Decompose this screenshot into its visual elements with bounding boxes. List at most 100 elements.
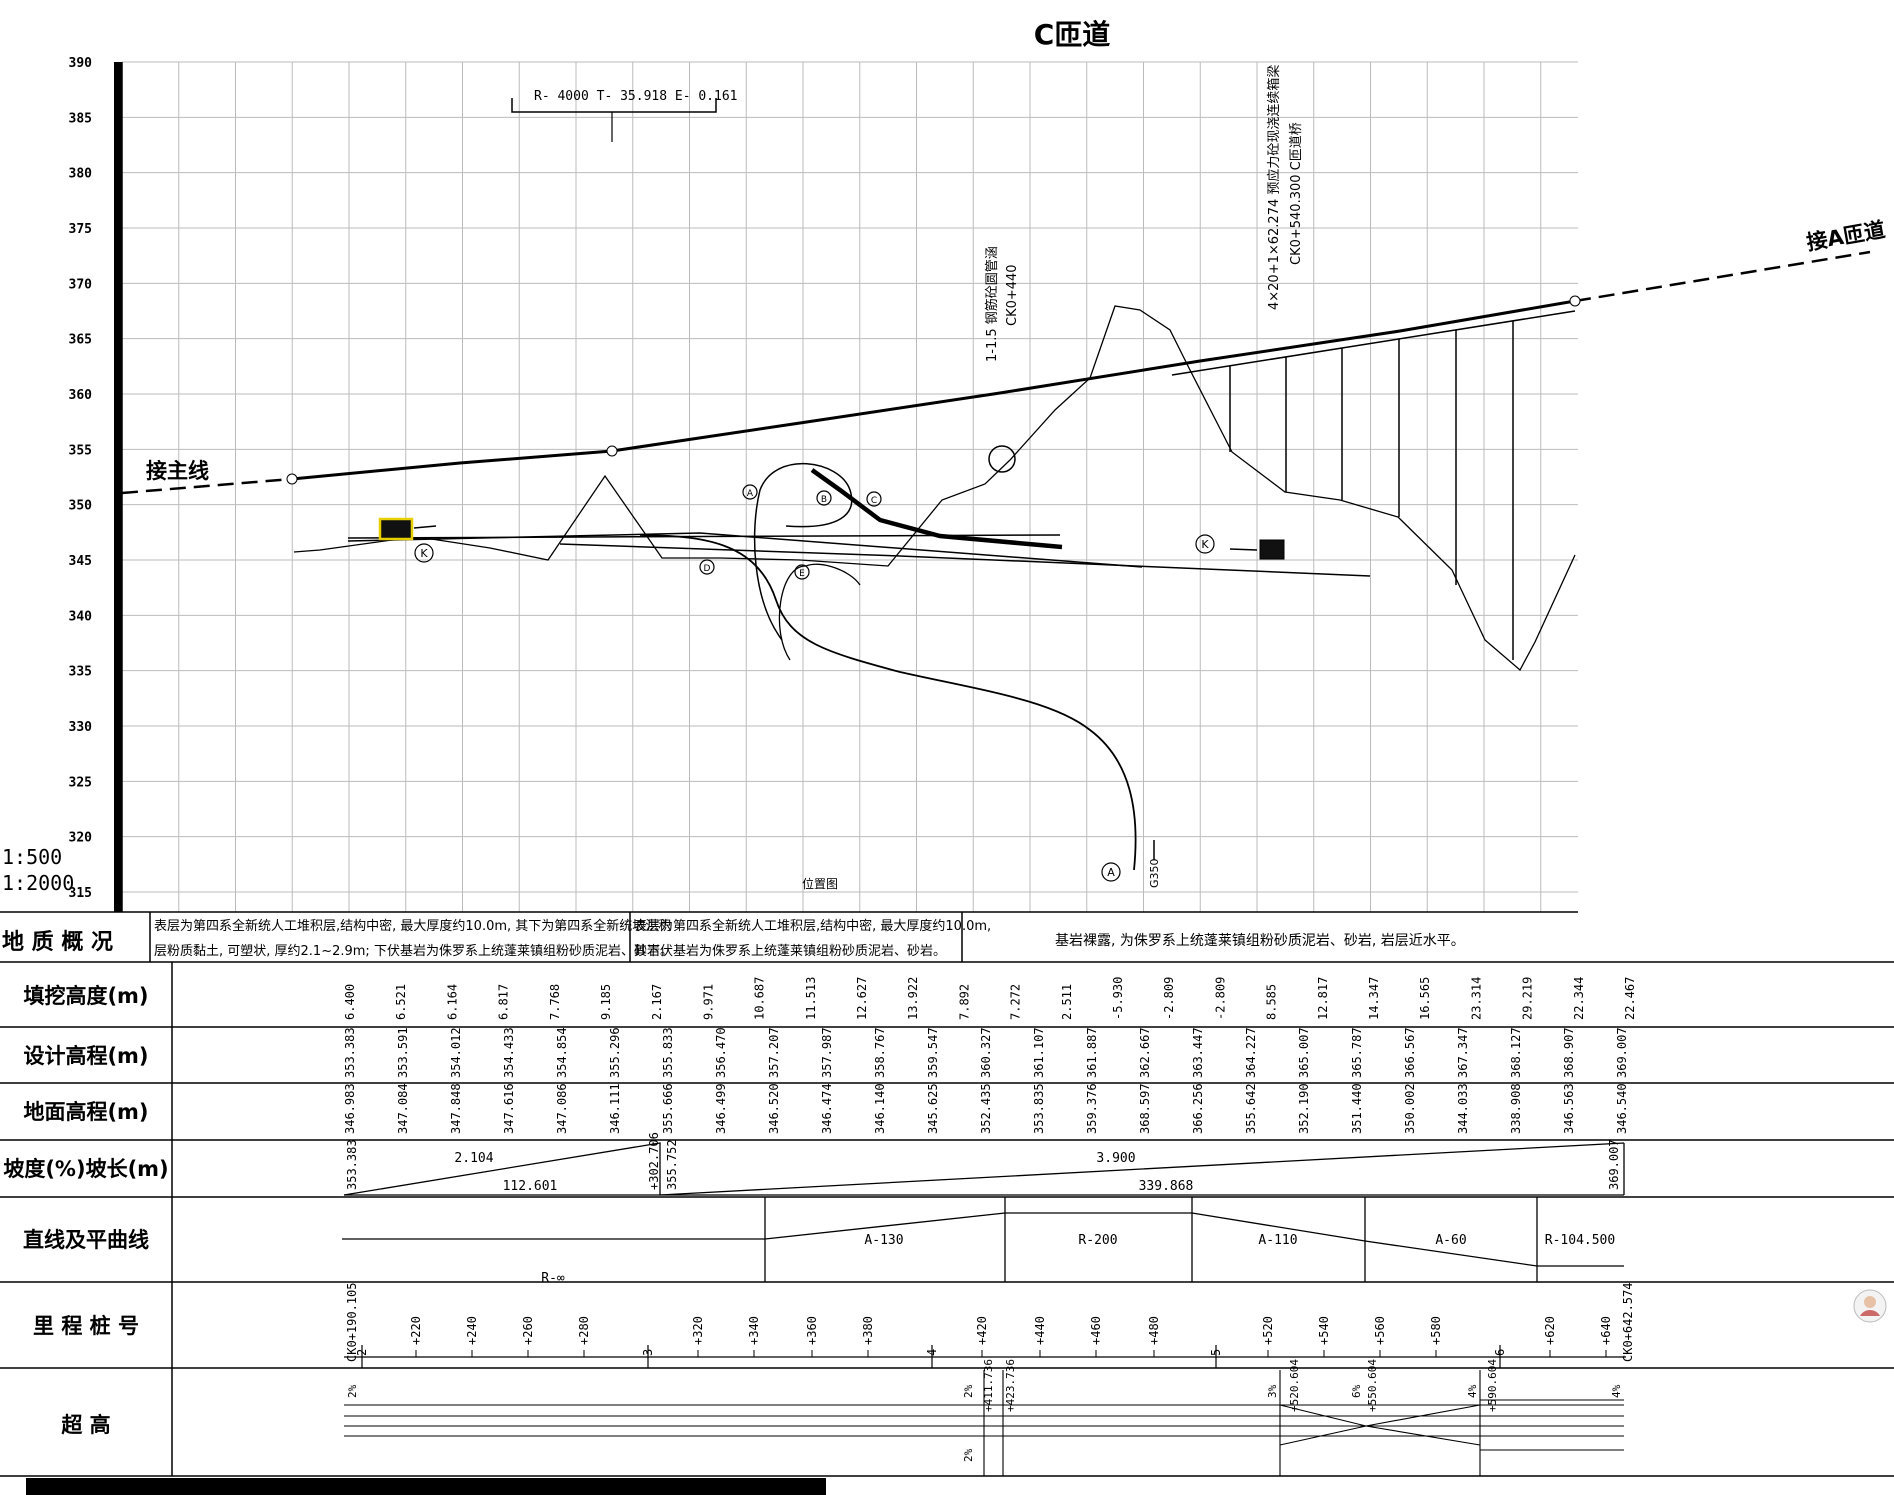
marker-k-right: K <box>1201 538 1209 551</box>
ground-elevation-value: 346.983 <box>343 1083 357 1134</box>
superelevation-value: +423.736 <box>1004 1359 1017 1412</box>
marker-a-top: A <box>747 489 754 499</box>
ground-elevation-value: 368.597 <box>1138 1083 1152 1134</box>
ground-elevation-value: 347.086 <box>555 1083 569 1134</box>
fill-cut-value: 6.521 <box>394 984 408 1020</box>
design-elevation-value: 366.567 <box>1403 1027 1417 1078</box>
slope-seg2-length: 339.868 <box>1139 1179 1194 1194</box>
y-axis-label: 375 <box>69 222 92 237</box>
fill-cut-value: 12.817 <box>1316 977 1330 1020</box>
alignment-a130: A-130 <box>864 1233 903 1248</box>
avatar[interactable] <box>1853 1289 1887 1323</box>
design-elevation-value: 355.296 <box>608 1027 622 1078</box>
fill-cut-value: 11.513 <box>804 977 818 1020</box>
slope-pvi-elev: 355.752 <box>665 1139 679 1190</box>
fill-cut-value: -5.930 <box>1111 977 1125 1020</box>
geology-seg3: 基岩裸露, 为侏罗系上统蓬莱镇组粉砂质泥岩、砂岩, 岩层近水平。 <box>1055 932 1465 949</box>
km-mark: 3 <box>641 1349 655 1356</box>
design-elevation-value: 368.127 <box>1509 1027 1523 1078</box>
ground-elevation-value: 350.002 <box>1403 1083 1417 1134</box>
ground-elevation-value: 351.440 <box>1350 1083 1364 1134</box>
slope-pvi-station: +302.706 <box>647 1132 661 1190</box>
ground-elevation-value: 347.848 <box>449 1083 463 1134</box>
y-axis-label: 315 <box>69 886 92 901</box>
row-label-fill-cut: 填挖高度(m) <box>23 984 148 1008</box>
ground-elevation-value: 355.642 <box>1244 1083 1258 1134</box>
design-elevation-value: 362.667 <box>1138 1027 1152 1078</box>
design-elevation-value: 361.887 <box>1085 1027 1099 1078</box>
ground-elevation-value: 345.625 <box>926 1083 940 1134</box>
fill-cut-value: 10.687 <box>753 977 767 1020</box>
curve-parameters: R- 4000 T- 35.918 E- 0.161 <box>534 89 738 104</box>
design-elevation-value: 369.007 <box>1615 1027 1629 1078</box>
ground-elevation-value: 355.666 <box>661 1083 675 1134</box>
slope-diagram <box>343 1142 1625 1196</box>
y-axis-label: 365 <box>69 333 92 348</box>
design-elevation-value: 357.207 <box>767 1027 781 1078</box>
marker-e: E <box>799 569 805 579</box>
bridge-annotation: 4×20+1×62.274 预应力砼现浇连续箱梁 <box>1266 65 1282 310</box>
km-mark: 2 <box>355 1349 369 1356</box>
alignment-straight: R-∞ <box>541 1271 565 1286</box>
station-value: +280 <box>577 1316 591 1345</box>
location-map-markers: K K A B C D E A G350 位置图 <box>420 489 1209 891</box>
slope-seg1-grade: 2.104 <box>454 1151 493 1166</box>
fill-cut-value: 7.892 <box>957 984 971 1020</box>
connect-main-label: 接主线 <box>146 459 209 483</box>
station-value: +540 <box>1317 1316 1331 1345</box>
station-start: CK0+190.105 <box>345 1283 359 1362</box>
design-elevation-value: 368.907 <box>1562 1027 1576 1078</box>
fill-cut-value: 6.400 <box>343 984 357 1020</box>
slope-seg1-length: 112.601 <box>503 1179 558 1194</box>
station-value: +320 <box>691 1316 705 1345</box>
ground-elevation-value: 366.256 <box>1191 1083 1205 1134</box>
row-label-station: 里 程 桩 号 <box>33 1314 139 1338</box>
station-value: +440 <box>1033 1316 1047 1345</box>
ground-elevation-value: 352.435 <box>979 1083 993 1134</box>
slope-seg2-grade: 3.900 <box>1096 1151 1135 1166</box>
elevation-ruler <box>114 62 123 912</box>
ground-elevation-value: 346.520 <box>767 1083 781 1134</box>
y-axis-label: 360 <box>69 388 93 403</box>
fill-cut-value: 12.627 <box>855 977 869 1020</box>
location-map <box>347 463 1371 882</box>
design-elevation-value: 354.012 <box>449 1027 463 1078</box>
fill-cut-value: 2.511 <box>1060 984 1074 1020</box>
fill-cut-value: 2.167 <box>650 984 664 1020</box>
fill-cut-value: 23.314 <box>1469 977 1483 1020</box>
bridge-station: CK0+540.300 C匝道桥 <box>1289 122 1304 265</box>
y-axis-label: 390 <box>69 56 93 71</box>
y-axis-label: 350 <box>69 499 93 514</box>
fill-cut-value: 6.164 <box>445 984 459 1020</box>
superelevation-value: 2% <box>346 1384 359 1398</box>
station-value: +380 <box>861 1316 875 1345</box>
design-elevation-value: 353.591 <box>396 1027 410 1078</box>
data-table <box>0 911 1894 1495</box>
ground-elevation-value: 346.111 <box>608 1083 622 1134</box>
fill-cut-value: 7.768 <box>548 984 562 1020</box>
marker-k-left: K <box>420 547 428 560</box>
geology-seg1-line2: 层粉质黏土, 可塑状, 厚约2.1~2.9m; 下伏基岩为侏罗系上统蓬莱镇组粉砂… <box>154 943 673 959</box>
station-value: +240 <box>465 1316 479 1345</box>
fill-cut-value: 22.467 <box>1623 977 1637 1020</box>
design-elevation-value: 365.007 <box>1297 1027 1311 1078</box>
fill-cut-value: 29.219 <box>1521 977 1535 1020</box>
vertical-curve-annotation: R- 4000 T- 35.918 E- 0.161 <box>511 89 738 142</box>
alignment-diagram <box>342 1197 1624 1282</box>
design-elevation-value: 364.227 <box>1244 1027 1258 1078</box>
location-map-title: 位置图 <box>802 876 838 891</box>
culvert-annotation: 1-1.5 钢筋砼圆管涵 <box>984 246 1000 362</box>
fill-cut-value: 7.272 <box>1009 984 1023 1020</box>
marker-a-bottom: A <box>1107 866 1115 879</box>
design-elevation-value: 356.470 <box>714 1027 728 1078</box>
ground-line <box>293 305 1576 672</box>
ground-elevation-value: 346.474 <box>820 1083 834 1134</box>
ground-elevation-value: 346.563 <box>1562 1083 1576 1134</box>
fill-cut-value: 9.971 <box>701 984 715 1020</box>
slope-end-elev: 369.007 <box>1607 1139 1621 1190</box>
geology-label: 地 质 概 况 <box>2 929 113 955</box>
y-axis-label: 320 <box>69 831 93 846</box>
fill-cut-value: 6.817 <box>497 984 511 1020</box>
